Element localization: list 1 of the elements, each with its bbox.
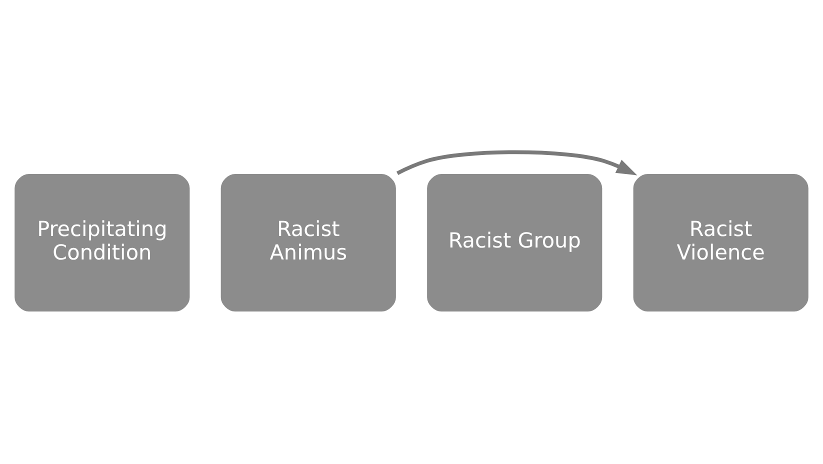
arrow — [396, 150, 638, 175]
